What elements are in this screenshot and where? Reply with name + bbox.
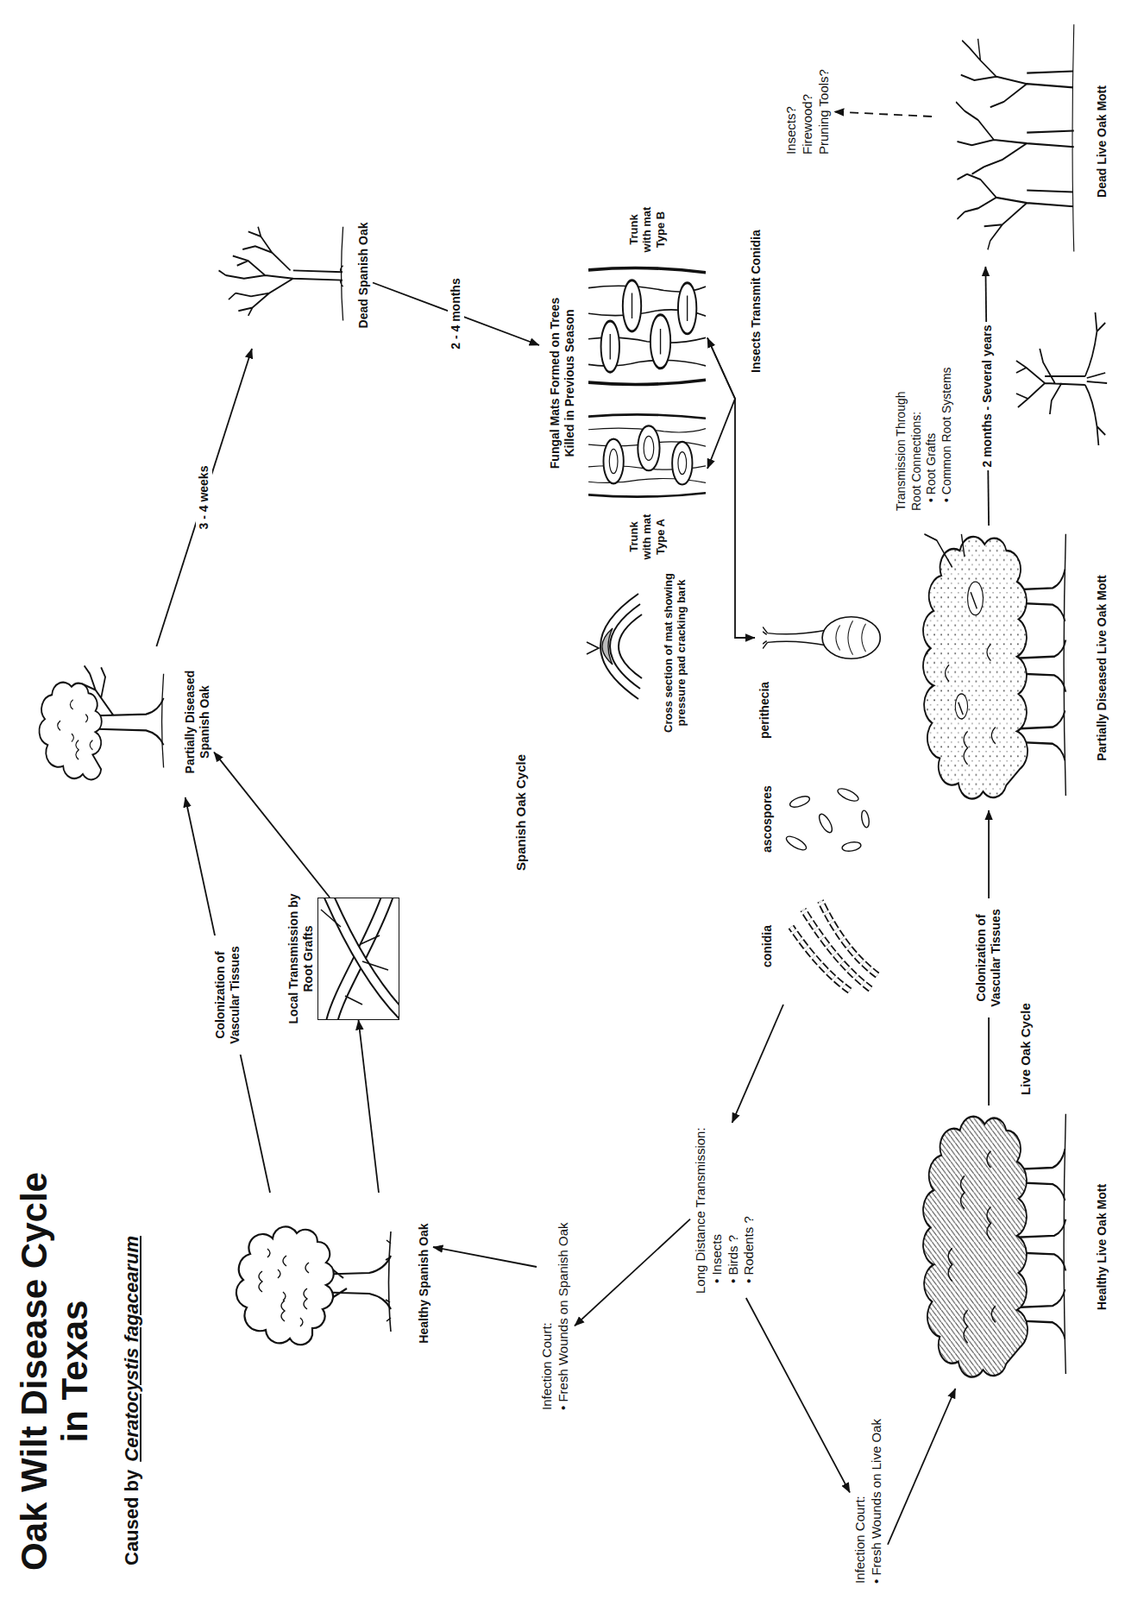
- dead-mott-drawing: [955, 24, 1075, 252]
- spore-stage: perithecia: [754, 603, 893, 742]
- connector: [185, 797, 271, 1193]
- ascospores-drawing: [784, 785, 870, 853]
- conidia-drawing: [791, 900, 878, 991]
- subtitle-row: Caused by Ceratocystis fagacearum: [120, 1235, 144, 1565]
- cross-section-node: Cross section of mat showing pressure pa…: [565, 568, 691, 737]
- note-text: • Fresh Wounds on Spanish Oak: [555, 1221, 572, 1410]
- connector: [887, 1388, 956, 1545]
- connector: [707, 338, 755, 639]
- edge-label: 2 months - Several years: [979, 321, 996, 472]
- perithecia-drawing: [762, 616, 880, 660]
- node-label: Partially Diseased Spanish Oak: [182, 661, 213, 783]
- mott-node: Healthy Live Oak Mott: [888, 1105, 1112, 1389]
- annotation: • Root Grafts: [923, 338, 940, 511]
- trunk-node: Trunk with mat Type B: [586, 201, 708, 396]
- edge-label: Insects Transmit Conidia: [747, 226, 765, 377]
- edge-label: 3 - 4 weeks: [195, 462, 213, 534]
- tree-node: Healthy Spanish Oak: [215, 1192, 434, 1374]
- diagram-title: Oak Wilt Disease Cycle in Texas: [13, 1159, 95, 1583]
- healthy-mott-drawing: [923, 1113, 1066, 1377]
- note-text: • Birds ?: [725, 1126, 742, 1294]
- infection-court: Infection Court:• Fresh Wounds on Spanis…: [536, 1217, 575, 1415]
- connector: [433, 1246, 537, 1267]
- note-text: Firewood?: [799, 69, 817, 155]
- mott-node: Partially Diseased Live Oak Mott: [888, 525, 1112, 811]
- connector: [574, 1219, 691, 1327]
- dashed-connector: [834, 112, 932, 118]
- healthy-spanish-oak-drawing: [236, 1225, 391, 1345]
- connector: [156, 348, 252, 647]
- node-label: Healthy Spanish Oak: [416, 1222, 432, 1343]
- connector: [746, 1297, 850, 1492]
- partial-spanish-oak-drawing: [38, 665, 164, 780]
- trunk-drawing: [588, 414, 706, 497]
- node-label: Trunk with mat Type B: [627, 201, 668, 258]
- note-text: Infection Court:: [852, 1418, 869, 1584]
- mat-cross-section-drawing: [586, 593, 642, 699]
- note-text: Infection Court:: [539, 1221, 556, 1410]
- note-text: • Rodents ?: [741, 1126, 758, 1294]
- note-text: • Insects: [709, 1126, 726, 1294]
- transmission-note: Long Distance Transmission:• Insects• Bi…: [690, 1122, 761, 1298]
- node-label: Dead Live Oak Mott: [1094, 85, 1110, 198]
- note-group: Transmission Through Root Connections:• …: [893, 338, 955, 511]
- node-label: perithecia: [757, 681, 773, 739]
- root-graft-drawing: [320, 897, 400, 1020]
- spore-stage: ascospores: [757, 766, 887, 871]
- tree-node: Partially Diseased Spanish Oak: [22, 646, 214, 798]
- note-text: Long Distance Transmission:: [692, 1126, 710, 1294]
- connector: [213, 752, 330, 899]
- node-label: Trunk with mat Type A: [627, 509, 668, 565]
- node-label: Healthy Live Oak Mott: [1094, 1183, 1110, 1310]
- connector: [732, 1004, 784, 1123]
- edge-label: Colonization of Vascular Tissues: [212, 935, 244, 1055]
- node-label: ascospores: [760, 785, 775, 853]
- node-label: Cross section of mat showing pressure pa…: [661, 571, 689, 736]
- cycle-label: Live Oak Cycle: [1018, 1002, 1033, 1095]
- root-connection-drawing: [1016, 312, 1107, 446]
- note-text: Insects?: [783, 69, 800, 155]
- tree-node: Dead Spanish Oak: [200, 201, 373, 349]
- note-text: Pruning Tools?: [816, 69, 833, 155]
- edge-label: 2 - 4 months: [447, 274, 465, 352]
- annotation: • Common Root Systems: [939, 338, 956, 511]
- subtitle: Caused by: [120, 1469, 144, 1565]
- root-graft-box: Local Transmission by Root Grafts: [317, 897, 400, 1020]
- node-label: Local Transmission by Root Grafts: [286, 887, 316, 1030]
- infection-court: Infection Court:• Fresh Wounds on Live O…: [849, 1414, 888, 1588]
- edge-label: Colonization of Vascular Tissues: [973, 898, 1005, 1018]
- partial-mott-drawing: [923, 534, 1066, 799]
- subtitle: Ceratocystis fagacearum: [120, 1235, 144, 1462]
- trunk-node: Trunk with mat Type A: [586, 404, 708, 565]
- dead-spanish-oak-drawing: [219, 226, 344, 321]
- mat-group: Fungal Mats Formed on Trees Killed in Pr…: [539, 193, 717, 573]
- node-label: conidia: [760, 924, 775, 968]
- node-label: Partially Diseased Live Oak Mott: [1094, 574, 1110, 761]
- trunk-drawing: [588, 268, 706, 385]
- connector: [358, 1019, 380, 1193]
- spread-question: Insects?Firewood?Pruning Tools?: [780, 64, 835, 159]
- mott-node: Dead Live Oak Mott: [931, 16, 1112, 267]
- spore-stage: conidia: [757, 887, 887, 1005]
- node-label: Fungal Mats Formed on Trees Killed in Pr…: [547, 290, 578, 477]
- connector: [707, 338, 736, 470]
- node-label: Dead Spanish Oak: [356, 222, 371, 329]
- annotation: Transmission Through Root Connections:: [893, 368, 924, 511]
- cycle-label: Spanish Oak Cycle: [513, 754, 528, 871]
- note-text: • Fresh Wounds on Live Oak: [868, 1418, 886, 1584]
